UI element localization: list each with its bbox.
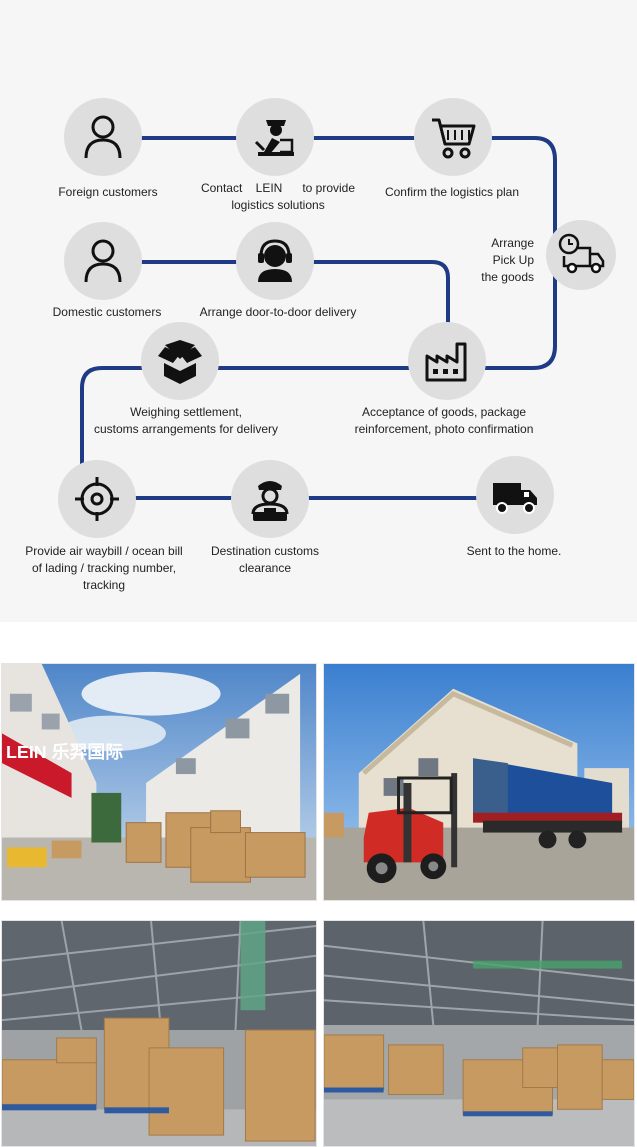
label-line: Arrange xyxy=(491,236,534,250)
target-crosshair-icon xyxy=(75,477,119,521)
waybill-node xyxy=(58,460,136,538)
photo-forklift-container xyxy=(323,663,635,901)
home-label: Sent to the home. xyxy=(454,543,574,560)
person-icon xyxy=(84,239,122,283)
pickup-node xyxy=(546,220,616,290)
label-line: Sent to the home. xyxy=(466,544,562,558)
open-box-icon xyxy=(158,340,202,384)
label-line: the goods xyxy=(481,270,534,284)
domestic-customers-node xyxy=(64,222,142,300)
officer-icon xyxy=(254,120,294,156)
foreign-customers-node xyxy=(64,98,142,176)
confirm-plan-label: Confirm the logistics plan xyxy=(372,184,532,201)
box-truck-icon xyxy=(493,483,537,514)
door-to-door-node xyxy=(236,222,314,300)
label-line: Foreign customers xyxy=(58,185,158,199)
photo-warehouse-interior-stacks xyxy=(1,920,317,1147)
weighing-node xyxy=(141,322,219,400)
domestic-customers-label: Domestic customers xyxy=(42,304,172,321)
clearance-label: Destination customs clearance xyxy=(200,543,330,577)
label-line: clearance xyxy=(238,561,292,575)
photo-warehouse-exterior: LEIN 乐羿国际 xyxy=(1,663,317,901)
shopping-cart-icon xyxy=(432,118,476,159)
contact-lein-node xyxy=(236,98,314,176)
label-line: tracking xyxy=(82,578,126,592)
weighing-label: Weighing settlement, customs arrangement… xyxy=(86,404,286,438)
delivery-truck-clock-icon xyxy=(558,233,605,274)
pickup-label: Arrange Pick Up the goods xyxy=(470,235,534,286)
label-line: customs arrangements for delivery xyxy=(93,422,279,436)
label-line: Destination customs xyxy=(210,544,320,558)
customs-officer-icon xyxy=(251,481,289,521)
label-line: Pick Up xyxy=(492,253,534,267)
label-line: Contact LEIN to provide xyxy=(200,181,356,195)
logistics-flow-diagram: Foreign customers Contact LEIN to provid… xyxy=(22,98,616,594)
label-line: reinforcement, photo confirmation xyxy=(354,422,534,436)
label-line: Provide air waybill / ocean bill xyxy=(25,544,183,558)
person-icon xyxy=(84,115,122,159)
foreign-customers-label: Foreign customers xyxy=(48,184,168,201)
home-node xyxy=(476,456,554,534)
photo-warehouse-interior-pallets xyxy=(323,920,635,1147)
waybill-label: Provide air waybill / ocean bill of ladi… xyxy=(22,543,186,594)
factory-icon xyxy=(425,342,467,382)
label-line: Domestic customers xyxy=(52,305,162,319)
label-line: logistics solutions xyxy=(231,198,325,212)
confirm-plan-node xyxy=(414,98,492,176)
signage-text: LEIN 乐羿国际 xyxy=(6,742,123,762)
acceptance-label: Acceptance of goods, package reinforceme… xyxy=(344,404,544,438)
label-line: Weighing settlement, xyxy=(130,405,242,419)
label-line: Acceptance of goods, package xyxy=(361,405,527,419)
label-line: of lading / tracking number, xyxy=(31,561,177,575)
label-line: Arrange door-to-door delivery xyxy=(199,305,357,319)
headset-agent-icon xyxy=(258,239,292,282)
clearance-node xyxy=(231,460,309,538)
contact-lein-label: Contact LEIN to provide logistics soluti… xyxy=(198,180,358,214)
door-to-door-label: Arrange door-to-door delivery xyxy=(188,304,368,321)
label-line: Confirm the logistics plan xyxy=(384,185,520,199)
acceptance-node xyxy=(408,322,486,400)
